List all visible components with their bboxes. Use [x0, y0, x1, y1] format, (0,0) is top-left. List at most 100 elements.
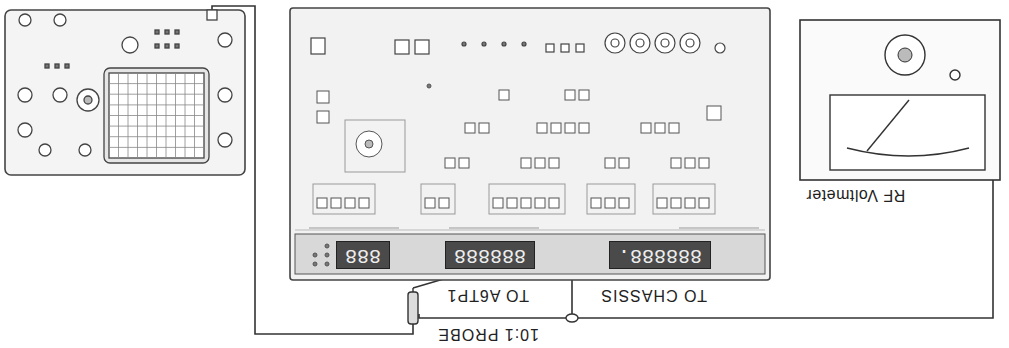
oscilloscope-symbol — [53, 88, 67, 102]
oscilloscope-symbol — [45, 64, 49, 68]
button-group — [671, 158, 681, 168]
button-group — [421, 184, 455, 214]
button-group — [425, 198, 435, 208]
connector-row — [655, 33, 675, 53]
oscilloscope-symbol — [165, 44, 169, 48]
oscilloscope-symbol — [104, 68, 209, 163]
counter-panel — [325, 244, 329, 248]
button-group — [445, 158, 455, 168]
counter-panel — [449, 228, 539, 229]
button-group — [579, 90, 589, 100]
button-group — [619, 198, 629, 208]
voltmeter-symbol — [898, 48, 912, 62]
node-text: 888888 — [454, 244, 526, 266]
voltmeter-symbol — [847, 148, 969, 156]
counter-panel — [325, 262, 329, 266]
button-group — [653, 184, 715, 214]
counter-panel — [290, 8, 770, 280]
button-group — [479, 123, 489, 133]
oscilloscope-symbol — [218, 33, 232, 47]
probe-symbol — [412, 288, 413, 292]
oscilloscope-symbol — [39, 144, 51, 156]
button-group — [657, 198, 667, 208]
voltmeter-symbol — [867, 100, 909, 151]
node-text: 888888. — [618, 244, 702, 266]
counter-panel — [290, 8, 770, 280]
button-group — [345, 120, 405, 172]
connector-row — [415, 40, 429, 54]
button-group — [669, 123, 679, 133]
counter-panel — [309, 228, 399, 229]
connector-row — [630, 33, 650, 53]
connector-row — [680, 33, 700, 53]
button-group — [565, 123, 575, 133]
connection-label: TO CHASSIS — [598, 286, 709, 304]
button-group — [345, 198, 355, 208]
voltmeter-symbol — [830, 95, 985, 170]
button-group — [605, 198, 615, 208]
counter-panel — [295, 234, 765, 274]
connector-row — [462, 42, 466, 46]
oscilloscope-symbol — [218, 133, 232, 147]
button-group — [493, 198, 503, 208]
button-group — [356, 131, 382, 157]
button-group — [439, 198, 449, 208]
button-group — [685, 158, 695, 168]
connector-row — [311, 38, 325, 54]
button-group — [579, 123, 589, 133]
oscilloscope-symbol — [175, 30, 179, 34]
button-group — [707, 106, 721, 120]
part-label: 10:1 PROBE — [435, 325, 541, 343]
connector-row — [561, 44, 569, 52]
button-group — [465, 123, 475, 133]
oscilloscope-symbol — [165, 30, 169, 34]
instrument-label: RF Voltmeter — [800, 186, 1000, 204]
connector-row — [482, 42, 486, 46]
oscilloscope-symbol — [109, 73, 204, 158]
oscilloscope-symbol — [109, 73, 204, 158]
oscilloscope-symbol — [155, 44, 159, 48]
connector-row — [605, 33, 625, 53]
voltmeter-symbol — [950, 70, 960, 80]
button-group — [459, 158, 469, 168]
button-group — [699, 158, 709, 168]
oscilloscope-symbol — [65, 64, 69, 68]
connector-row — [576, 44, 584, 52]
button-group — [317, 198, 327, 208]
button-group — [565, 90, 575, 100]
voltmeter-symbol — [800, 20, 1000, 180]
counter-panel — [679, 228, 759, 229]
button-group — [587, 184, 635, 214]
oscilloscope-symbol — [122, 37, 138, 53]
counter-panel — [295, 230, 765, 231]
led-display: 888888 — [445, 241, 535, 269]
button-group — [591, 198, 601, 208]
button-group — [521, 198, 531, 208]
button-group — [619, 158, 629, 168]
connector-row — [611, 39, 619, 47]
oscilloscope-symbol — [175, 44, 179, 48]
oscilloscope-symbol — [5, 10, 245, 175]
oscilloscope-symbol — [79, 144, 91, 156]
connector-row — [395, 40, 409, 54]
button-group — [535, 198, 545, 208]
oscilloscope-symbol — [19, 14, 31, 26]
connector-row — [311, 33, 725, 54]
button-group — [685, 198, 695, 208]
button-group — [331, 198, 341, 208]
connector-row — [502, 42, 506, 46]
led-display: 888888. — [609, 241, 711, 269]
connector-row — [661, 39, 669, 47]
button-group — [641, 123, 651, 133]
button-group — [507, 198, 517, 208]
connector-row — [715, 43, 725, 53]
button-group — [365, 140, 373, 148]
button-group — [605, 158, 615, 168]
oscilloscope-symbol — [218, 88, 232, 102]
voltmeter-symbol — [885, 35, 925, 75]
button-group — [537, 123, 547, 133]
button-group — [551, 123, 561, 133]
oscilloscope-symbol — [54, 14, 66, 26]
oscilloscope-symbol — [77, 89, 99, 111]
oscilloscope-symbol — [55, 64, 59, 68]
